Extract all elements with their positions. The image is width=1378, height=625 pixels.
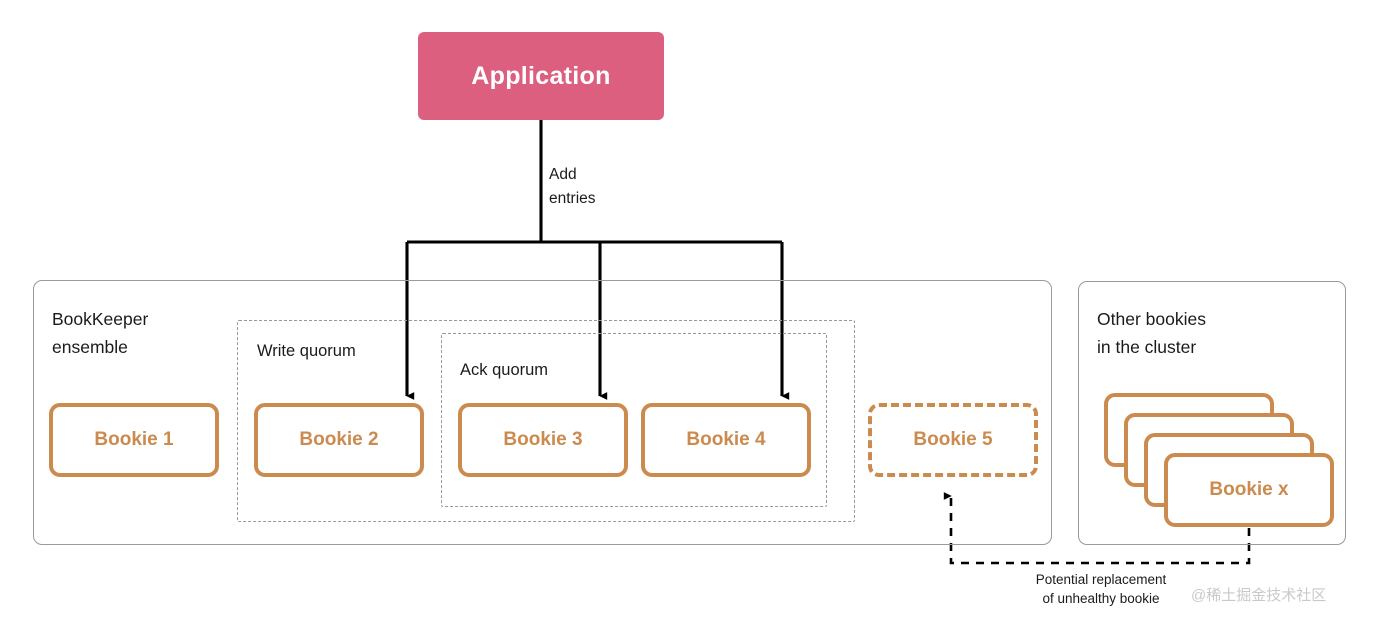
bookkeeper-ensemble-container [33, 280, 1052, 545]
bookie-node-5[interactable]: Bookie 5 [868, 403, 1038, 477]
replacement-annotation-label: Potential replacement of unhealthy booki… [1035, 572, 1167, 607]
add-entries-label: Add entries [549, 166, 596, 208]
bookie-label-5: Bookie 5 [913, 429, 993, 450]
ack-quorum-label: Ack quorum [460, 361, 549, 379]
application-label: Application [471, 61, 611, 90]
bookie-x-stack[interactable]: Bookie x [1104, 393, 1334, 528]
bookie-label-4: Bookie 4 [686, 429, 766, 450]
watermark: @稀土掘金技术社区 [1191, 587, 1327, 604]
application-node[interactable]: Application [418, 32, 664, 120]
ack-quorum-region [441, 333, 827, 507]
other-bookies-container [1078, 281, 1346, 545]
bookkeeper-ensemble-title: BookKeeper ensemble [52, 309, 149, 357]
bookie-label-3: Bookie 3 [503, 429, 583, 450]
write-quorum-region [237, 320, 855, 522]
bookie-node-3[interactable]: Bookie 3 [458, 403, 628, 477]
bookie-node-2[interactable]: Bookie 2 [254, 403, 424, 477]
write-quorum-label: Write quorum [257, 342, 356, 360]
bookie-label-2: Bookie 2 [299, 429, 379, 450]
other-bookies-title: Other bookies in the cluster [1097, 309, 1206, 357]
bookie-node-1[interactable]: Bookie 1 [49, 403, 219, 477]
bookie-x-card-front[interactable]: Bookie x [1164, 453, 1334, 527]
bookie-node-4[interactable]: Bookie 4 [641, 403, 811, 477]
bookie-x-label: Bookie x [1209, 479, 1289, 500]
bookie-label-1: Bookie 1 [94, 429, 174, 450]
